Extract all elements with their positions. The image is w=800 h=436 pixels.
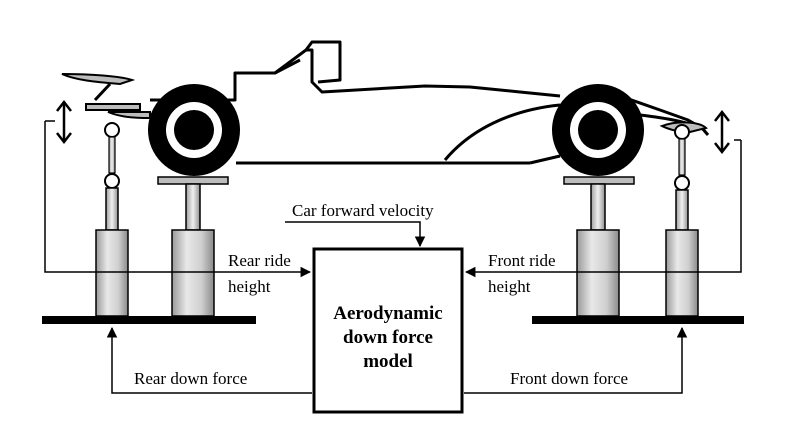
model-label-line2: down force — [343, 327, 433, 348]
front-ride-height-label-line2: height — [488, 277, 531, 296]
car-velocity-label: Car forward velocity — [292, 201, 434, 220]
rear-ground-plate — [42, 316, 256, 324]
rear-wheel — [148, 84, 240, 176]
rear-down-force-line — [106, 326, 312, 394]
rear-ride-height-label-line1: Rear ride — [228, 251, 291, 270]
rear-down-force-label: Rear down force — [134, 369, 247, 388]
rear-wheel-actuator — [157, 176, 229, 317]
car-velocity-line — [285, 221, 426, 248]
front-vertical-motion-arrow — [714, 109, 730, 155]
rear-wing-actuator — [95, 122, 129, 317]
race-car — [150, 40, 710, 165]
rear-ride-height-label-line2: height — [228, 277, 271, 296]
front-down-force-label: Front down force — [510, 369, 628, 388]
model-label-line3: model — [363, 351, 413, 372]
front-wheel — [552, 84, 644, 176]
front-ride-height-label-line1: Front ride — [488, 251, 556, 270]
front-wing-actuator — [665, 124, 699, 317]
model-label-line1: Aerodynamic — [333, 303, 442, 324]
front-ground-plate — [532, 316, 744, 324]
rear-ride-height-line — [44, 121, 312, 278]
front-wheel-actuator — [563, 176, 635, 317]
front-down-force-line — [464, 326, 688, 394]
rear-vertical-motion-arrow — [56, 99, 72, 145]
aerodynamic-model-box — [312, 247, 464, 414]
rear-wing — [61, 73, 151, 120]
front-ride-height-line — [464, 140, 742, 278]
